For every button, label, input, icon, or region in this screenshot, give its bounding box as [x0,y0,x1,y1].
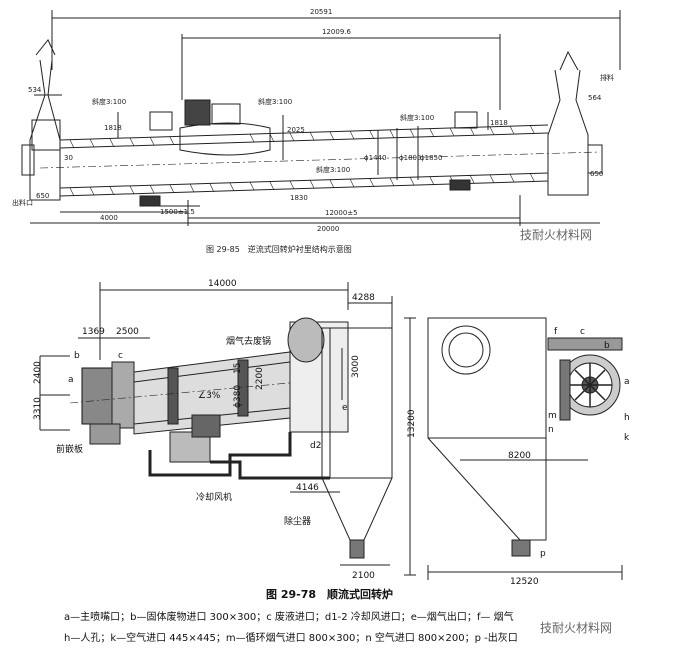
dim-13200: 13200 [407,409,417,438]
dim-534: 534 [28,86,42,94]
label-f: f [554,327,558,337]
label-h: h [624,413,630,423]
bottom-figure-text: 14000 4288 1369 2500 2400 3310 15 2200 3… [33,279,630,644]
dim-overall: 20591 [310,8,332,16]
dim-dia-380: ϕ380 [233,385,243,408]
dim-12520: 12520 [510,577,539,587]
dim-1830: 1830 [290,194,308,202]
slope-label-2: 斜度3:100 [258,97,292,106]
dim-650-right: 650 [590,170,603,178]
top-figure-text: 20591 12009.6 20000 12000±5 4000 1500±1.… [12,8,614,254]
slope-label-4: 斜度3:100 [316,165,350,174]
slope-label-3: 斜度3:100 [400,113,434,122]
dim-8200: 8200 [508,451,531,461]
dim-14000: 14000 [208,279,237,289]
label-k: k [624,433,630,443]
dim-564: 564 [588,94,602,102]
dim-30: 30 [64,154,73,162]
top-figure [21,10,621,226]
dim-bottom-mid: 12000±5 [325,209,358,217]
dim-span: 12009.6 [322,28,351,36]
dim-650-left: 650 [36,192,49,200]
dim-1818-right: 1818 [490,119,508,127]
dim-1369: 1369 [82,327,105,337]
label-b2: b [604,341,610,351]
label-m: m [548,411,557,421]
label-front-plate: 前嵌板 [56,443,83,455]
label-b: b [74,351,80,361]
label-dust-collector: 除尘器 [284,515,311,527]
label-flue-gas: 烟气去废锅 [226,335,271,347]
label-cooling-fan: 冷却风机 [196,491,232,503]
dim-bottom-left: 4000 [100,214,118,222]
bottom-figure-right [427,317,623,580]
legend-line-1: a—主喷嘴口；b—固体废物进口 300×300；c 废液进口；d1-2 冷却风进… [64,610,514,623]
dim-dia-1850: ϕ1850 [420,154,442,162]
bottom-watermark: 技耐火材料网 [540,621,612,635]
dim-3310: 3310 [33,397,43,420]
label-d2: d2 [310,441,321,451]
dim-2025: 2025 [287,126,305,134]
label-a: a [68,375,74,385]
top-watermark: 技耐火材料网 [520,228,592,242]
outlet-label: 出料口 [12,198,33,207]
dim-4288: 4288 [352,293,375,303]
dim-2100: 2100 [352,571,375,581]
dim-dia-1800: ϕ1800 [399,154,421,162]
label-c: c [118,351,123,361]
dim-3000: 3000 [351,355,361,378]
label-p: p [540,549,546,559]
dim-2500: 2500 [116,327,139,337]
slope-3pct: ∠3% [198,391,221,401]
dim-bottom-total: 20000 [317,225,339,233]
label-n: n [548,425,554,435]
label-a2: a [624,377,630,387]
top-caption: 图 29-85 逆流式回转炉衬里结构示意图 [206,244,352,254]
dim-dia-1440: ϕ1440 [364,154,386,162]
bottom-figure-left [39,282,416,576]
legend-line-2: h—人孔；k—空气进口 445×445；m—循环烟气进口 800×300；n 空… [64,631,518,644]
dim-15: 15 [233,363,243,374]
dim-1818-left: 1818 [104,124,122,132]
slope-label-1: 斜度3:100 [92,97,126,106]
bottom-caption: 图 29-78 顺流式回转炉 [266,587,393,601]
dim-4146: 4146 [296,483,319,493]
dim-2400: 2400 [33,361,43,384]
dim-bottom-small: 1500±1.5 [160,208,195,216]
label-e: e [342,403,348,413]
feed-label: 排料 [600,73,614,82]
label-c2: c [580,327,585,337]
dim-2200: 2200 [255,367,265,390]
